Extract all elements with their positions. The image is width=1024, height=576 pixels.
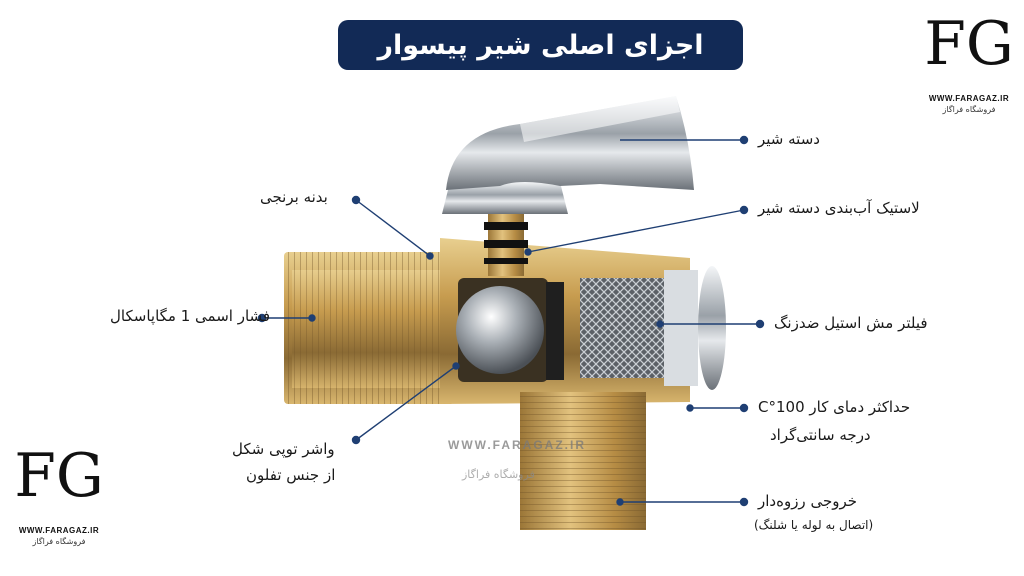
label-max-temp: حداکثر دمای کار 100°C xyxy=(758,398,911,416)
mesh-filter xyxy=(580,278,666,378)
watermark-name: فروشگاه فراگاز xyxy=(462,468,535,481)
page-title: اجزای اصلی شیر پیسوار xyxy=(377,29,704,61)
label-washer: واشر توپی شکل xyxy=(232,440,335,458)
logo-name: فروشگاه فراگاز xyxy=(32,537,86,546)
logo-name: فروشگاه فراگاز xyxy=(942,105,996,114)
label-washer-material: از جنس تفلون xyxy=(246,466,336,484)
label-outlet: خروجی رزوه‌دار xyxy=(758,492,858,510)
ball xyxy=(456,286,544,374)
label-max-temp-unit: درجه سانتی‌گراد xyxy=(770,426,871,444)
label-seal: لاستیک آب‌بندی دسته شیر xyxy=(758,199,920,217)
label-pressure: فشار اسمی 1 مگاپاسکال xyxy=(110,307,271,325)
brand-logo-top: FG WWW.FARAGAZ.IR فروشگاه فراگاز xyxy=(922,14,1016,114)
logo-url: WWW.FARAGAZ.IR xyxy=(18,526,100,535)
brand-logo-bottom: FG WWW.FARAGAZ.IR فروشگاه فراگاز xyxy=(12,446,106,546)
label-filter: فیلتر مش استیل ضدزنگ xyxy=(774,314,928,332)
logo-url: WWW.FARAGAZ.IR xyxy=(928,94,1010,103)
watermark-url: WWW.FARAGAZ.IR xyxy=(448,438,586,452)
label-body: بدنه برنجی xyxy=(260,188,328,206)
chrome-nut xyxy=(442,182,568,214)
logo-monogram: FG xyxy=(14,441,104,511)
label-outlet-note: (اتصال به لوله یا شلنگ) xyxy=(754,518,874,532)
label-handle: دسته شیر xyxy=(758,130,820,148)
logo-monogram: FG xyxy=(924,9,1014,79)
end-cap xyxy=(698,266,726,390)
title-banner: اجزای اصلی شیر پیسوار xyxy=(338,20,743,70)
